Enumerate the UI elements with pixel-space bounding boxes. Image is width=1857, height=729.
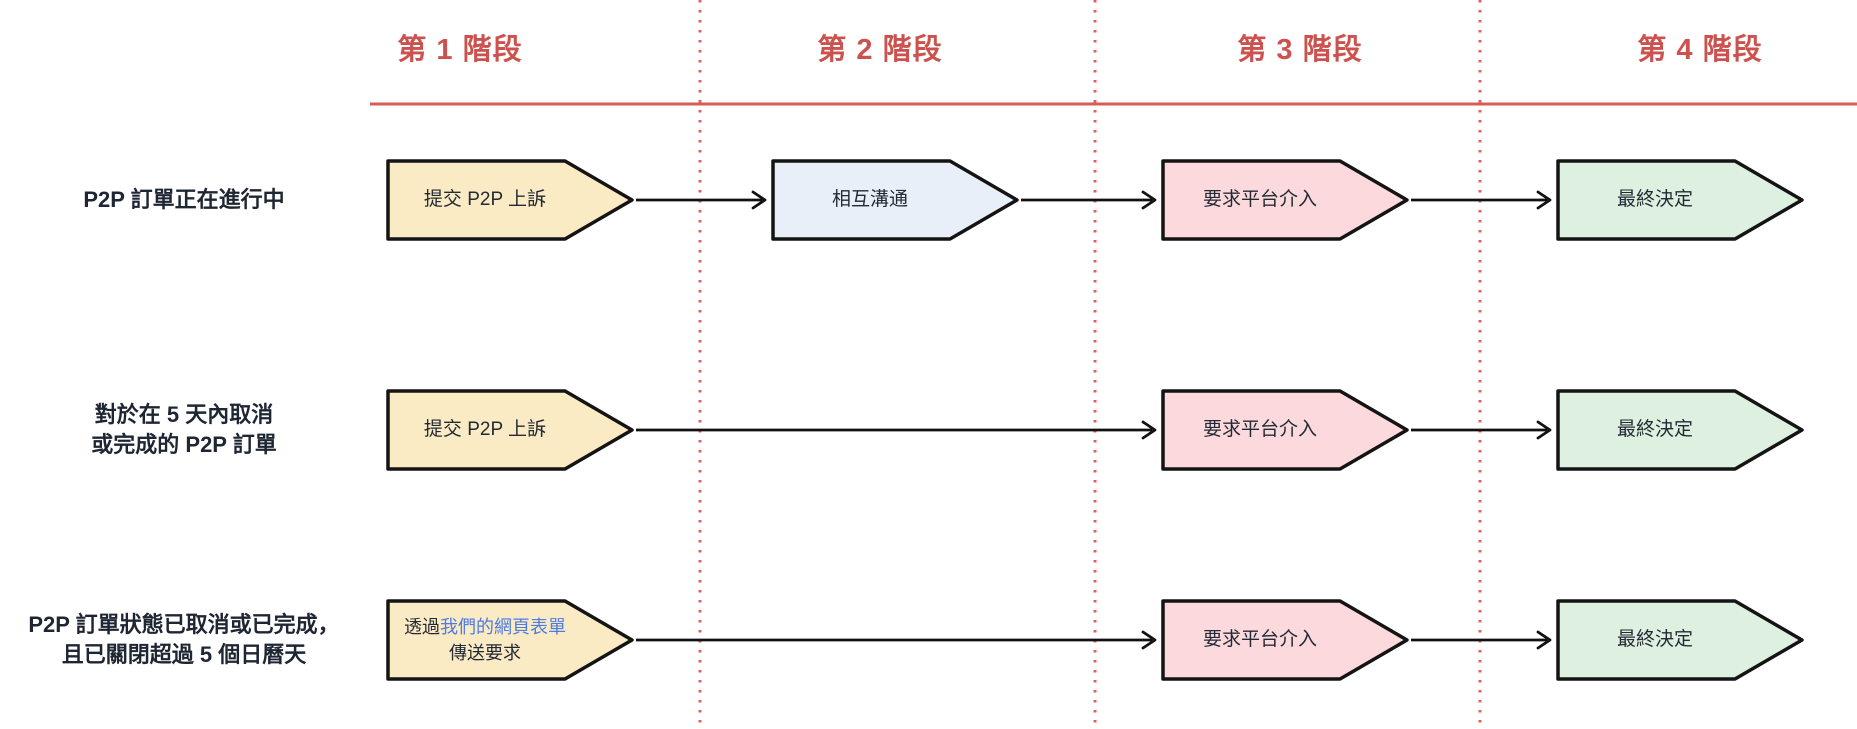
- node-request-platform-intervention: 要求平台介入: [1160, 388, 1410, 472]
- arrow-stage2-to-stage3-icon: [1021, 190, 1157, 210]
- arrow-stage3-to-stage4-icon: [1411, 190, 1552, 210]
- node-shape: [1161, 389, 1409, 471]
- row-label-line-1: 對於在 5 天內取消: [94, 402, 274, 427]
- row-label-line-2: 且已關閉超過 5 個日曆天: [61, 642, 307, 667]
- stage-header-4: 第 4 階段: [1637, 34, 1763, 66]
- node-shape: [1161, 159, 1409, 241]
- node-request-platform-intervention: 要求平台介入: [1160, 158, 1410, 242]
- arrow-stage1-to-stage3-icon: [636, 420, 1157, 440]
- node-label: 提交 P2P 上訴: [423, 189, 547, 210]
- arrow-stage1-to-stage3-icon: [636, 630, 1157, 650]
- arrow-stage3-to-stage4-icon: [1411, 420, 1552, 440]
- arrow-stage3-to-stage4-icon: [1411, 630, 1552, 650]
- node-label-line-1: 透過我們的網頁表單: [404, 614, 566, 640]
- stage-header-1: 第 1 階段: [397, 34, 523, 66]
- node-shape: [1556, 389, 1804, 471]
- node-shape: [1161, 599, 1409, 681]
- node-submit-appeal: 提交 P2P 上訴: [385, 158, 635, 242]
- node-final-decision: 最終決定: [1555, 598, 1805, 682]
- node-label: 最終決定: [1616, 419, 1693, 440]
- node-send-request-via-web-form: 透過我們的網頁表單 傳送要求: [385, 598, 635, 682]
- row-label-cancelled-within-5-days: 對於在 5 天內取消 或完成的 P2P 訂單: [0, 400, 368, 460]
- node-label: 透過我們的網頁表單 傳送要求: [385, 598, 585, 682]
- node-final-decision: 最終決定: [1555, 158, 1805, 242]
- node-request-platform-intervention: 要求平台介入: [1160, 598, 1410, 682]
- node-label: 最終決定: [1616, 189, 1693, 210]
- node-shape: [386, 389, 634, 471]
- node-label: 要求平台介入: [1202, 419, 1317, 440]
- row-label-line-2: 或完成的 P2P 訂單: [91, 432, 277, 457]
- row-label-closed-over-5-days: P2P 訂單狀態已取消或已完成， 且已關閉超過 5 個日曆天: [0, 610, 368, 670]
- node-label-line-2: 傳送要求: [449, 643, 521, 663]
- arrow-stage1-to-stage2-icon: [636, 190, 767, 210]
- node-label: 提交 P2P 上訴: [423, 419, 547, 440]
- node-shape: [1556, 159, 1804, 241]
- stage-header-2: 第 2 階段: [817, 34, 943, 66]
- web-form-link[interactable]: 我們的網頁表單: [440, 617, 566, 637]
- node-label: 要求平台介入: [1202, 189, 1317, 210]
- node-label: 最終決定: [1616, 629, 1693, 650]
- node-shape: [771, 159, 1019, 241]
- row-label-order-in-progress: P2P 訂單正在進行中: [83, 187, 285, 212]
- stage-header-3: 第 3 階段: [1237, 34, 1363, 66]
- node-shape: [1556, 599, 1804, 681]
- node-label: 要求平台介入: [1202, 629, 1317, 650]
- node-mutual-communication: 相互溝通: [770, 158, 1020, 242]
- node-shape: [386, 599, 634, 681]
- node-shape: [386, 159, 634, 241]
- row-label-line-1: P2P 訂單狀態已取消或已完成，: [28, 612, 340, 637]
- node-submit-appeal: 提交 P2P 上訴: [385, 388, 635, 472]
- link-prefix-text: 透過: [404, 617, 440, 637]
- node-final-decision: 最終決定: [1555, 388, 1805, 472]
- node-label: 相互溝通: [831, 189, 908, 210]
